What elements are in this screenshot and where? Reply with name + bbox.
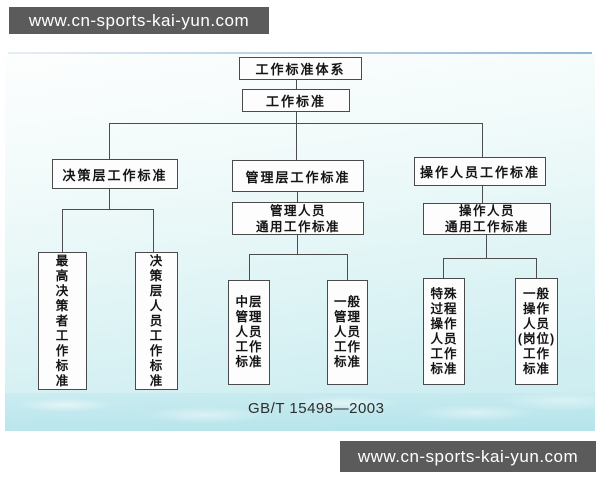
connector-line [296,111,297,123]
node-label: 管理人员 通用工作标准 [255,203,340,234]
connector-line [482,123,483,157]
connector-line [486,235,487,258]
node-label: 中层 管理 人员 工作 标准 [235,295,263,369]
standard-reference-caption: GB/T 15498—2003 [248,400,385,417]
node-label: 最 高 决 策 者 工 作 标 准 [55,253,70,388]
node-label: 操作人员工作标准 [419,165,540,180]
node-work-standard: 工作标准 [242,89,350,112]
node-general-manager-standard: 一般 管理 人员 工作 标准 [327,280,368,385]
node-label: 操作人员 通用工作标准 [444,204,529,234]
node-top-decision-maker-standard: 最 高 决 策 者 工 作 标 准 [38,252,87,390]
slide-background [5,54,595,431]
connector-line [62,209,154,210]
node-label: 决策层工作标准 [62,167,168,183]
connector-line [443,258,537,259]
top-rule [8,52,592,54]
connector-line [536,258,537,278]
node-label: 特殊 过程 操作 人员 工作 标准 [430,286,458,376]
watermark-text-bottom: www.cn-sports-kai-yun.com [357,446,579,466]
connector-line [443,258,444,278]
node-management-level-standard: 管理层工作标准 [232,160,364,192]
watermark-bar-bottom: www.cn-sports-kai-yun.com [340,441,596,472]
connector-line [249,254,250,280]
node-decision-level-standard: 决策层工作标准 [52,159,178,189]
connector-line [297,192,298,202]
watermark-bar-top: www.cn-sports-kai-yun.com [9,7,269,34]
connector-line [296,123,297,160]
node-middle-manager-standard: 中层 管理 人员 工作 标准 [228,280,270,385]
node-label: 一般 管理 人员 工作 标准 [333,295,361,369]
node-decision-personnel-standard: 决 策 层 人 员 工 作 标 准 [135,252,178,390]
water-texture [5,393,595,431]
node-management-general-standard: 管理人员 通用工作标准 [232,202,364,235]
node-operator-general-standard: 操作人员 通用工作标准 [423,203,551,235]
node-label: 工作标准体系 [255,62,346,77]
node-label: 管理层工作标准 [245,169,351,185]
connector-line [109,188,110,209]
connector-line [249,254,348,255]
connector-line [347,254,348,280]
connector-line [296,79,297,89]
connector-line [109,123,110,159]
connector-line [482,186,483,203]
node-label: 工作标准 [265,94,326,109]
node-special-process-operator-standard: 特殊 过程 操作 人员 工作 标准 [423,278,465,385]
node-label: 一般 操作 人员 (岗位) 工作 标准 [517,286,556,376]
node-work-standard-system: 工作标准体系 [239,57,362,80]
connector-line [297,235,298,254]
connector-line [62,209,63,252]
connector-line [153,209,154,252]
node-operator-standard: 操作人员工作标准 [414,157,546,186]
node-label: 决 策 层 人 员 工 作 标 准 [149,253,164,388]
node-general-operator-standard: 一般 操作 人员 (岗位) 工作 标准 [515,278,558,385]
watermark-text-top: www.cn-sports-kai-yun.com [28,10,250,30]
